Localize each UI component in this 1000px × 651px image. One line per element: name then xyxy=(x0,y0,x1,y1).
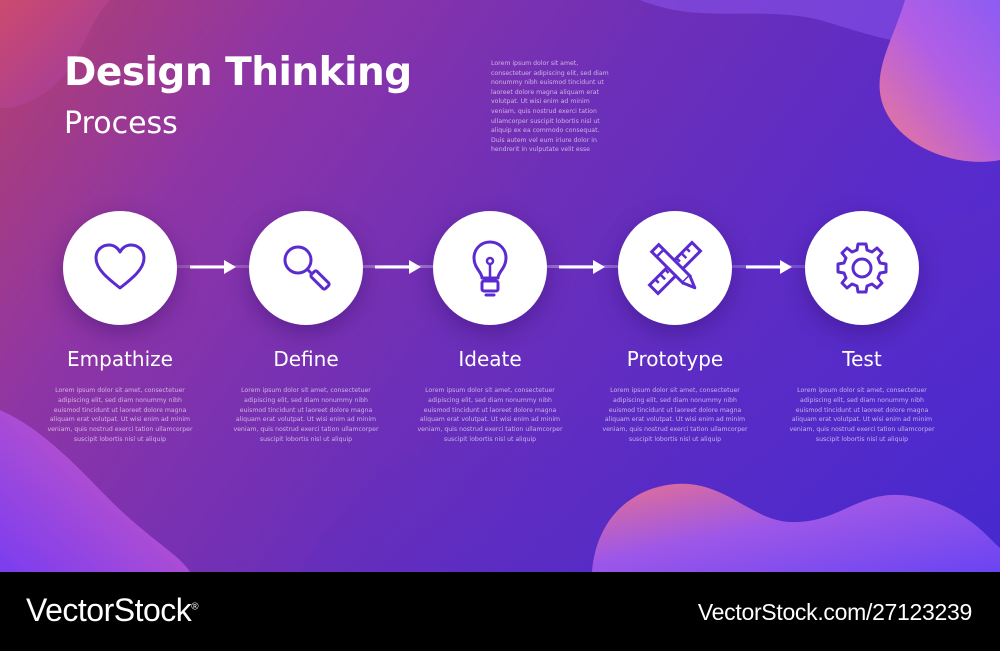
step-circle xyxy=(618,211,732,325)
step-circle xyxy=(805,211,919,325)
lightbulb-icon xyxy=(472,240,508,297)
stock-id: VectorStock.com/27123239 xyxy=(697,599,972,625)
arrow-right-icon xyxy=(190,260,236,274)
brand-name: VectorStock xyxy=(26,592,192,628)
step-define: Define Lorem ipsum dolor sit amet, conse… xyxy=(216,211,396,445)
step-circle xyxy=(63,211,177,325)
arrow-right-icon xyxy=(746,260,792,274)
step-test: Test Lorem ipsum dolor sit amet, consect… xyxy=(772,211,952,445)
step-description: Lorem ipsum dolor sit amet, consectetuer… xyxy=(789,387,935,443)
step-label: Test xyxy=(842,347,882,371)
arrow-right-icon xyxy=(559,260,605,274)
step-label: Define xyxy=(273,347,339,371)
step-label: Prototype xyxy=(626,347,724,371)
step-ideate: Ideate Lorem ipsum dolor sit amet, conse… xyxy=(400,211,580,445)
step-circle xyxy=(433,211,547,325)
step-label: Empathize xyxy=(67,347,173,371)
step-description: Lorem ipsum dolor sit amet, consectetuer… xyxy=(233,387,379,443)
step-empathize: Empathize Lorem ipsum dolor sit amet, co… xyxy=(30,211,210,445)
arrow-right-icon xyxy=(375,260,421,274)
step-description: Lorem ipsum dolor sit amet, consectetuer… xyxy=(602,387,748,443)
registered-mark: ® xyxy=(191,601,199,613)
page-title: Design Thinking xyxy=(64,50,412,95)
intro-text: Lorem ipsum dolor sit amet, consectetuer… xyxy=(491,60,609,154)
step-description: Lorem ipsum dolor sit amet, consectetuer… xyxy=(417,387,563,443)
infographic-canvas: Design Thinking Process Lorem ipsum dolo… xyxy=(0,0,1000,572)
pencil-ruler-icon xyxy=(647,240,703,296)
watermark-footer: VectorStock® VectorStock.com/27123239 xyxy=(0,572,1000,651)
step-description: Lorem ipsum dolor sit amet, consectetuer… xyxy=(47,387,193,443)
gear-icon xyxy=(836,242,888,294)
page-subtitle: Process xyxy=(64,106,178,141)
heart-icon xyxy=(94,243,146,290)
brand-logo: VectorStock® xyxy=(26,592,199,629)
step-circle xyxy=(249,211,363,325)
step-prototype: Prototype Lorem ipsum dolor sit amet, co… xyxy=(585,211,765,445)
step-label: Ideate xyxy=(458,347,522,371)
magnifier-icon xyxy=(283,245,331,291)
